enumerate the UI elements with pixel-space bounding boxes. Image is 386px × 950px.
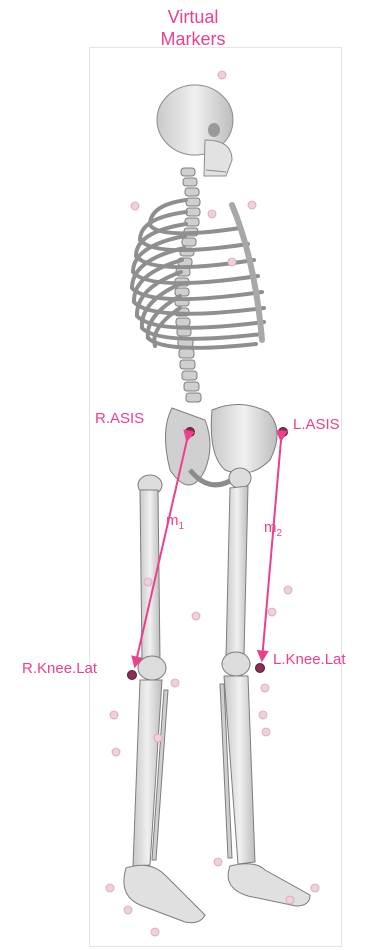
l-knee-lat-label: L.Knee.Lat — [273, 651, 346, 669]
r-knee-lat-marker — [128, 671, 137, 680]
r-knee-lat-label: R.Knee.Lat — [22, 660, 97, 678]
l-asis-label: L.ASIS — [293, 416, 340, 434]
pelvis — [165, 404, 277, 485]
m2-arrow — [262, 440, 281, 660]
m2-label: m2 — [264, 519, 282, 543]
feet — [124, 864, 310, 923]
m2-subscript: 2 — [277, 528, 283, 539]
m1-base: m — [166, 512, 179, 529]
skull — [157, 85, 233, 176]
m1-subscript: 1 — [179, 521, 185, 532]
femurs — [138, 468, 251, 680]
l-asis-marker — [279, 428, 288, 437]
m2-base: m — [264, 519, 277, 536]
tibias — [133, 676, 255, 866]
l-knee-lat-marker — [256, 664, 265, 673]
m1-label: m1 — [166, 512, 184, 536]
r-asis-marker — [186, 428, 195, 437]
r-asis-label: R.ASIS — [95, 410, 144, 428]
